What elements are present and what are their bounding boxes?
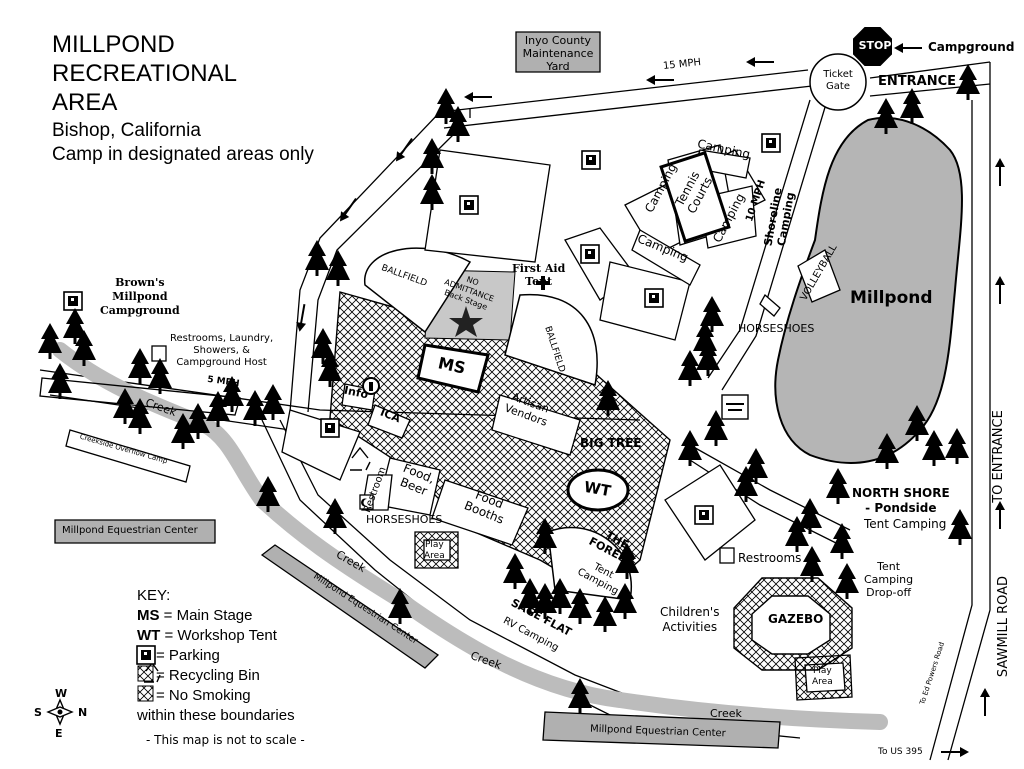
ticket-gate-circle bbox=[809, 53, 867, 111]
key-wt: WT = Workshop Tent bbox=[137, 626, 277, 646]
main-stage-box bbox=[416, 343, 490, 394]
to-us395-label: To US 395 bbox=[878, 747, 923, 757]
big-tree-label: BIG TREE bbox=[580, 436, 642, 450]
not-to-scale-note: - This map is not to scale - bbox=[146, 733, 305, 747]
info-icon bbox=[362, 377, 380, 395]
inyo-yard-label: Inyo County Maintenance Yard bbox=[522, 34, 594, 73]
play-area-label-1: Play Area bbox=[424, 540, 445, 561]
play-area-label-2: Play Area bbox=[812, 666, 833, 687]
equestrian-label-1: Millpond Equestrian Center bbox=[62, 525, 198, 536]
north-shore-tent-label: Tent Camping bbox=[864, 517, 947, 531]
creek-label-4: Creek bbox=[710, 707, 742, 720]
sawmill-road-label: SAWMILL ROAD bbox=[996, 575, 1012, 678]
key-title: KEY: bbox=[137, 587, 171, 604]
compass-e: E bbox=[55, 727, 63, 740]
key-wt-abbr: WT bbox=[137, 627, 161, 644]
restrooms-laundry-label: Restrooms, Laundry, Showers, & Campgroun… bbox=[170, 333, 274, 368]
tennis-courts bbox=[659, 150, 731, 244]
key-ms: MS = Main Stage bbox=[137, 606, 252, 626]
gazebo-label: GAZEBO bbox=[768, 612, 824, 626]
childrens-activities-label: Children's Activities bbox=[660, 605, 720, 634]
workshop-tent-shape bbox=[566, 468, 630, 512]
key-recycling: = Recycling Bin bbox=[156, 667, 260, 684]
road-entrance-label: TO ENTRANCE bbox=[990, 410, 1006, 503]
campground-label: Campground bbox=[928, 40, 1015, 54]
title-note: Camp in designated areas only bbox=[52, 144, 314, 165]
key-ms-text: = Main Stage bbox=[159, 607, 253, 624]
key-within: within these boundaries bbox=[137, 707, 295, 724]
moon-icon bbox=[151, 345, 735, 564]
first-aid-label: First Aid Tent bbox=[512, 262, 566, 288]
stop-sign bbox=[853, 27, 892, 66]
key-wt-text: = Workshop Tent bbox=[160, 627, 277, 644]
compass-w: W bbox=[55, 687, 68, 700]
ballfield-left bbox=[364, 247, 472, 334]
key-icons bbox=[137, 665, 154, 702]
millpond-lake bbox=[774, 116, 963, 464]
ticket-gate-label: Ticket Gate bbox=[823, 69, 853, 92]
key-ms-abbr: MS bbox=[137, 607, 160, 624]
restrooms-label: Restrooms bbox=[738, 551, 802, 565]
key-parking: = Parking bbox=[156, 647, 220, 664]
picnic-table-icon bbox=[721, 394, 749, 420]
key-no-smoking: = No Smoking bbox=[156, 687, 251, 704]
compass-n: N bbox=[78, 706, 88, 719]
horseshoes-label-1: HORSESHOES bbox=[738, 322, 815, 335]
browns-campground-label: Brown's Millpond Campground bbox=[100, 276, 180, 317]
millpond-label: Millpond bbox=[850, 288, 933, 308]
ballfield-right bbox=[504, 293, 598, 386]
north-shore-label: NORTH SHORE - Pondside bbox=[852, 486, 950, 515]
title-line2: RECREATIONAL bbox=[52, 60, 237, 87]
star-icon bbox=[449, 306, 483, 337]
tent-dropoff-label: Tent Camping Drop-off bbox=[864, 560, 914, 599]
stop-label: STOP bbox=[858, 39, 892, 52]
compass-icon bbox=[46, 698, 74, 726]
title-line3: AREA bbox=[52, 89, 118, 116]
workshop-tent-label: WT bbox=[582, 477, 613, 501]
cross-icon bbox=[536, 276, 550, 290]
entrance-top-label: ENTRANCE bbox=[878, 74, 956, 89]
compass-s: S bbox=[34, 706, 42, 719]
horseshoes-label-2: HORSESHOES bbox=[366, 513, 443, 526]
title-city: Bishop, California bbox=[52, 120, 201, 141]
title-line1: MILLPOND bbox=[52, 31, 175, 58]
